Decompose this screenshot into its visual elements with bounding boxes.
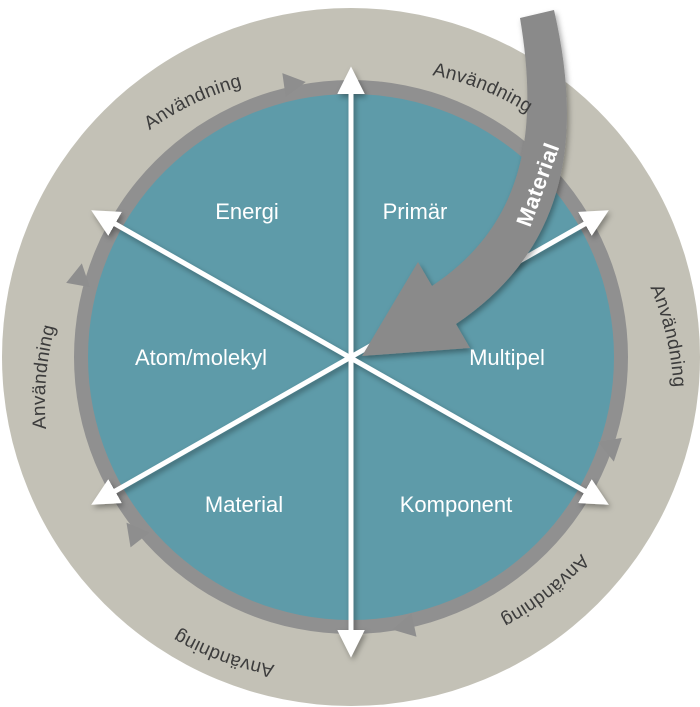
ring-arrowhead-icon [392, 613, 417, 637]
sector-label-multipel: Multipel [469, 345, 545, 370]
sector-label-material: Material [205, 492, 283, 517]
sector-label-komponent: Komponent [400, 492, 513, 517]
ring-arrowhead-icon [126, 522, 150, 548]
sector-label-energi: Energi [215, 199, 279, 224]
material-flow-arrow-body [362, 10, 567, 356]
ring-arrowhead-icon [66, 263, 90, 288]
ring-arrowhead-icon [282, 73, 306, 97]
sector-label-primar: Primär [383, 199, 448, 224]
sector-label-atom-molekyl: Atom/molekyl [135, 345, 267, 370]
